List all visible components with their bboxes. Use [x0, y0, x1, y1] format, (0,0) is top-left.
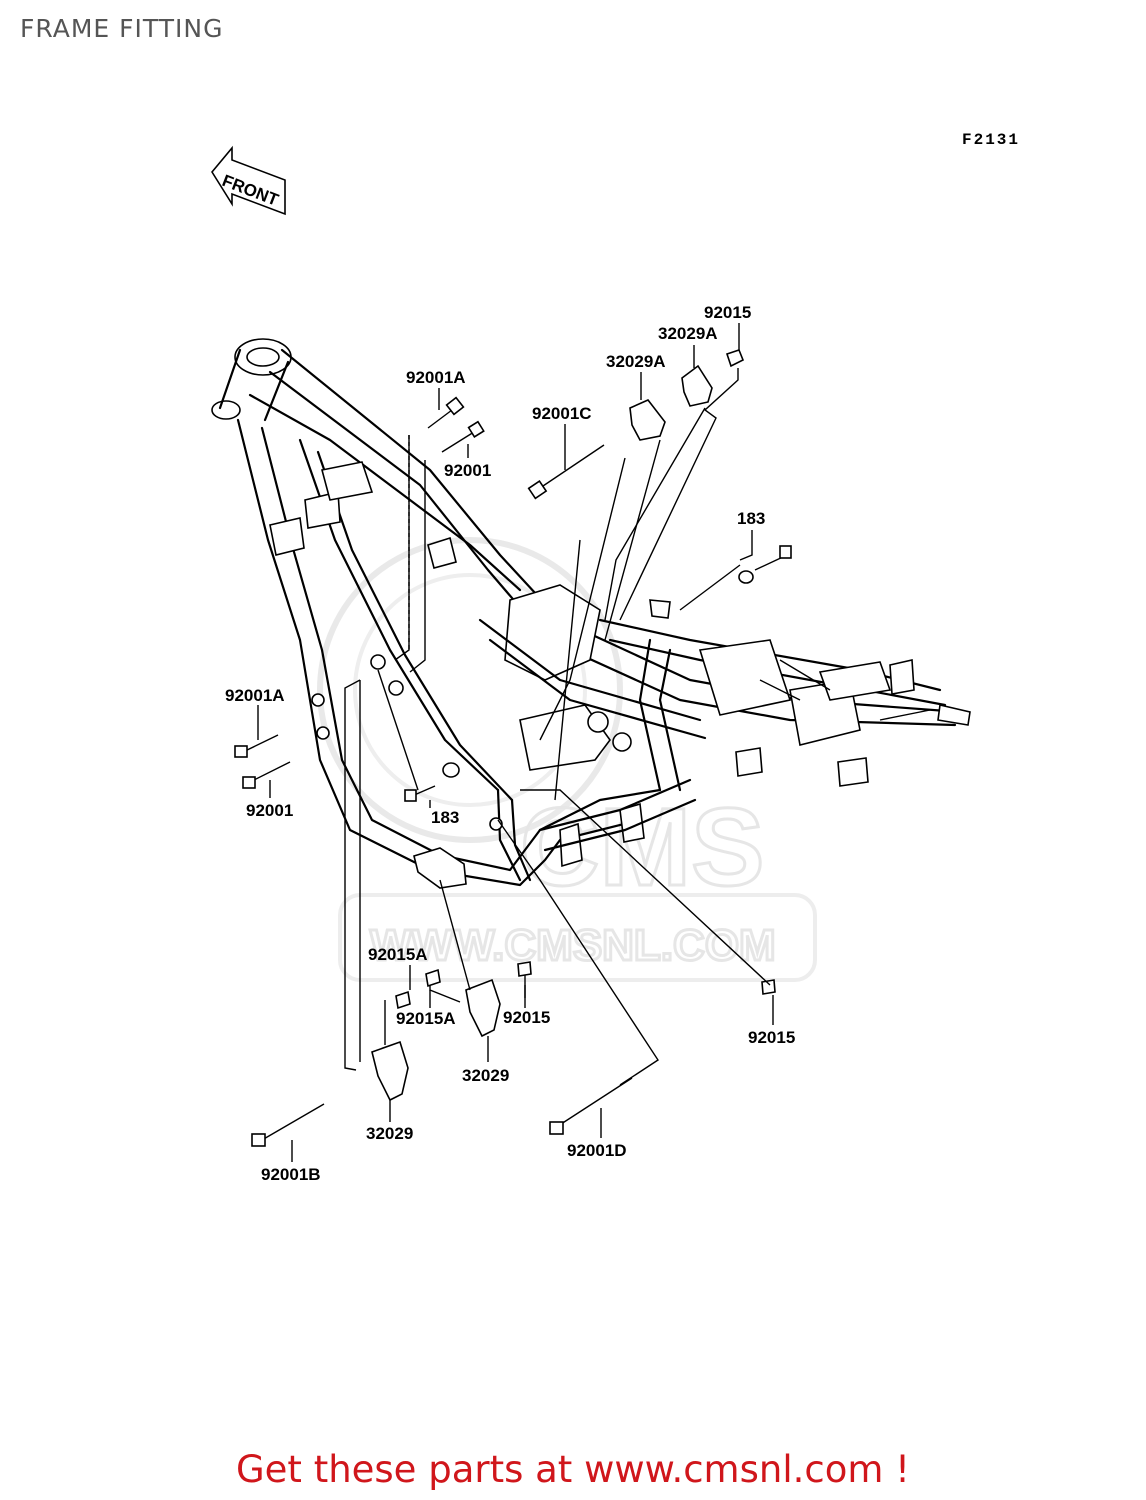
motorcycle-frame — [211, 338, 971, 887]
leader-lines — [257, 323, 774, 1162]
callout-label: 92001D — [567, 1141, 627, 1160]
callout-labels: 92015 32029A 32029A 92001A 92001C 92001 … — [225, 303, 795, 1184]
callout-label: 92015A — [396, 1009, 456, 1028]
callout-label: 92001B — [261, 1165, 321, 1184]
watermark: CMS WWW.CMSNL.COM — [317, 537, 817, 982]
fasteners — [234, 349, 792, 1147]
callout-label: 92001A — [406, 368, 466, 387]
callout-label: 32029A — [606, 352, 666, 371]
callout-label: 92015A — [368, 945, 428, 964]
watermark-url: WWW.CMSNL.COM — [370, 921, 776, 970]
callout-label: 183 — [431, 808, 459, 827]
callout-label: 92001 — [246, 801, 293, 820]
callout-label: 92001C — [532, 404, 592, 423]
callout-label: 92001A — [225, 686, 285, 705]
callout-label: 92015 — [704, 303, 751, 322]
watermark-logo: CMS — [520, 786, 764, 909]
footer-banner-link[interactable]: Get these parts at www.cmsnl.com ! — [235, 1448, 910, 1491]
page-title: FRAME FITTING — [20, 14, 224, 43]
callout-label: 32029A — [658, 324, 718, 343]
figure-code: F2131 — [962, 131, 1020, 149]
callout-label: 183 — [737, 509, 765, 528]
front-arrow-icon: FRONT — [211, 145, 286, 216]
callout-label: 92015 — [503, 1008, 550, 1027]
callout-label: 32029 — [366, 1124, 413, 1143]
callout-label: 92015 — [748, 1028, 795, 1047]
callout-label: 32029 — [462, 1066, 509, 1085]
callout-label: 92001 — [444, 461, 491, 480]
